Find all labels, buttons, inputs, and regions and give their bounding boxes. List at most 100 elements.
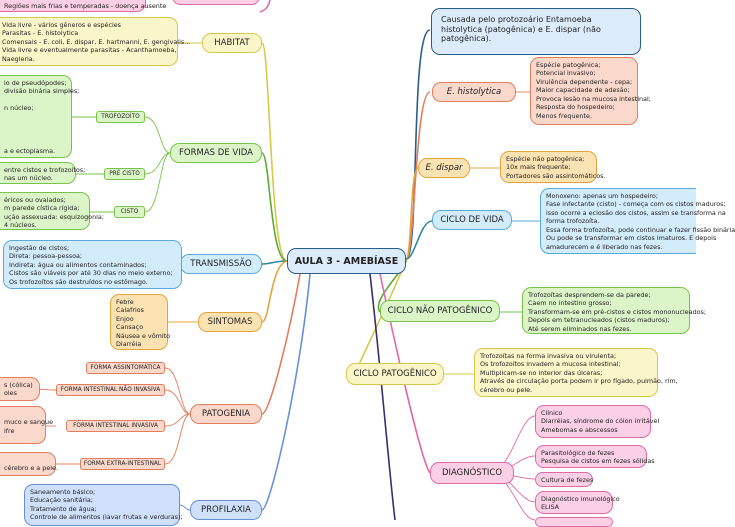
- sub-forma-assintomatica[interactable]: FORMA ASSINTOMÁTICA: [86, 362, 165, 374]
- note-line: Diarréias, síndrome do cólon irritável: [541, 417, 660, 426]
- note-line: s (cólica): [4, 381, 33, 389]
- ciclo-vida-notes[interactable]: Monoxeno: apenas um hospedeiro; Fase inf…: [540, 188, 735, 254]
- note-line: Potencial invasivo;: [536, 69, 596, 78]
- sub-cisto[interactable]: CISTO: [114, 206, 145, 218]
- note-line: Cistos são viáveis por até 30 dias no me…: [9, 269, 173, 278]
- note-line: nas um núcleo.: [4, 174, 53, 183]
- note-line: Náusea e vômito: [116, 331, 171, 340]
- note-line: Ou pode se transformar em cistos imaturo…: [546, 234, 717, 243]
- note-line: [0, 121, 66, 129]
- note-line: Multiplicam-se no interior das úlceras;: [480, 368, 603, 377]
- note-line: [0, 113, 66, 121]
- note-line: entre cistos e trofozoítos;: [4, 166, 86, 174]
- note-line: Depois em tetranucleados (cistos maduros…: [528, 316, 670, 325]
- topic-diagnostico[interactable]: DIAGNÓSTICO: [430, 462, 514, 484]
- note-line: Trofozoítas desprendem-se da parede;: [528, 291, 651, 299]
- causa-note[interactable]: Causada pelo protozoário Entamoeba histo…: [431, 8, 641, 55]
- note-line: Espécie patogênica;: [536, 61, 601, 69]
- note-line: Indireta: água ou alimentos contaminados…: [9, 260, 147, 269]
- note-line: Comensais - E. coli, E. dispar, E. hartm…: [2, 37, 191, 46]
- sub-forma-invasiva[interactable]: FORMA INTESTINAL INVASIVA: [66, 420, 165, 432]
- note-line: Diagnóstico imunológico: [541, 495, 620, 503]
- topic-partial-top[interactable]: [172, 0, 260, 5]
- note-line: io de pseudópodes;: [4, 79, 67, 87]
- topic-transmissao[interactable]: TRANSMISSÃO: [180, 254, 262, 274]
- profilaxia-notes[interactable]: Saneamento básico; Educação sanitária; T…: [24, 484, 183, 526]
- diagnostico-parasitologico[interactable]: Parasitológico de fezes Pesquisa de cist…: [535, 445, 655, 468]
- pre-cisto-notes[interactable]: entre cistos e trofozoítos; nas um núcle…: [0, 162, 86, 184]
- note-line: Pesquisa de cistos em fezes sólidas: [541, 457, 655, 466]
- ciclo-nao-notes[interactable]: Trofozoítas desprendem-se da parede; Cae…: [522, 287, 706, 334]
- note-line: Amebomas e abscessos: [541, 425, 618, 434]
- histolytica-notes[interactable]: Espécie patogênica; Potencial invasivo; …: [530, 57, 651, 125]
- note-line: Virulência dependente - cepa;: [536, 77, 633, 86]
- sub-forma-nao-invasiva[interactable]: FORMA INTESTINAL NÃO INVASIVA: [56, 384, 165, 396]
- topic-ciclo-patogenico[interactable]: CICLO PATOGÊNICO: [346, 363, 444, 385]
- topic-dispar[interactable]: E. dispar: [418, 158, 470, 178]
- note-line: cérebro e a pele.: [4, 464, 58, 473]
- note-line: Através de circulação porta podem ir pro…: [480, 377, 678, 386]
- note-line: Essa forma trofozoíta, pode continuar e …: [546, 225, 735, 234]
- note-line: amadurecem e é liberado nas fezes.: [546, 242, 663, 251]
- note-line: m parede cística rígida;: [4, 204, 80, 213]
- note-line: Maior capacidade de adesão;: [536, 86, 630, 95]
- topic-profilaxia[interactable]: PROFILAXIA: [190, 500, 262, 520]
- note-line: Resposta do hospedeiro;: [536, 103, 615, 112]
- habitat-notes[interactable]: Vida livre - vários gêneros e espécies P…: [0, 17, 191, 66]
- trofozoito-notes[interactable]: io de pseudópodes; divisão binária simpl…: [0, 75, 79, 158]
- diagnostico-imunologico[interactable]: Diagnóstico imunológico ELISA: [535, 491, 620, 514]
- note-line: éricos ou ovalados;: [4, 196, 66, 204]
- diagnostico-clinico[interactable]: Clínico Diarréias, síndrome do cólon irr…: [535, 405, 660, 438]
- sintomas-notes[interactable]: Febre Calafrios Enjoo Cansaço Náusea e v…: [110, 294, 171, 350]
- note-line: [0, 130, 66, 138]
- topic-patogenia[interactable]: PATOGENIA: [190, 404, 262, 424]
- note-line: [0, 138, 66, 146]
- note-line: Os trofozoítos invadem a mucosa intestin…: [480, 360, 621, 369]
- top-partial-notes[interactable]: Regiões mais frias e temperadas - doença…: [0, 0, 166, 12]
- note-line: Educação sanitária;: [30, 496, 93, 505]
- topic-habitat[interactable]: HABITAT: [202, 33, 262, 53]
- note-line: Os trofozoítos são destruídos no estômag…: [9, 277, 148, 286]
- transmissao-notes[interactable]: Ingestão de cistos; Direta: pessoa-pesso…: [3, 240, 182, 289]
- invasiva-notes[interactable]: muco e sangue ifre: [0, 406, 53, 444]
- note-line: [0, 456, 50, 464]
- note-line: [0, 410, 40, 418]
- note-line: Tratamento de água;: [30, 504, 97, 513]
- note-line: Vida livre - vários gêneros e espécies: [2, 21, 121, 29]
- dispar-notes[interactable]: Espécie não patogênica; 10x mais frequen…: [500, 151, 606, 183]
- central-topic[interactable]: AULA 3 - AMEBÍASE: [287, 248, 406, 274]
- ciclo-pat-notes[interactable]: Trofozoítas na forma invasiva ou virulen…: [474, 348, 678, 397]
- cisto-notes[interactable]: éricos ou ovalados; m parede cística ríg…: [0, 192, 104, 230]
- note-line: Fase infectante (cisto) - começa com os …: [546, 200, 726, 209]
- note-line: ELISA: [541, 503, 560, 512]
- note-line: Parasitas - E. histolytica: [2, 29, 79, 38]
- nao-invasiva-notes[interactable]: s (cólica) oles: [0, 377, 40, 401]
- diagnostico-cultura[interactable]: Cultura de fezes: [535, 472, 593, 487]
- note-line: Saneamento básico;: [30, 488, 96, 496]
- sub-forma-extra-intestinal[interactable]: FORMA EXTRA-INTESTINAL: [80, 458, 165, 470]
- note-line: Espécie não patogênica;: [506, 155, 585, 163]
- sub-trofozoito[interactable]: TROFOZOÍTO: [96, 111, 145, 123]
- note-line: forma trofozoíta.: [546, 217, 600, 226]
- note-line: Caem no intestino grosso;: [528, 299, 612, 308]
- note-line: Naegleria.: [2, 54, 35, 63]
- note-line: Até serem eliminados nas fezes.: [528, 324, 632, 333]
- note-line: [0, 96, 66, 104]
- note-line: Direta: pessoa-pessoa;: [9, 252, 83, 261]
- topic-formas-de-vida[interactable]: FORMAS DE VIDA: [170, 143, 262, 163]
- note-line: ifre: [4, 426, 15, 435]
- topic-ciclo-nao-patogenico[interactable]: CICLO NÃO PATOGÊNICO: [380, 300, 500, 322]
- topic-histolytica[interactable]: E. histolytica: [432, 82, 516, 102]
- note-line: 10x mais frequente;: [506, 163, 571, 172]
- diagnostico-more: [535, 517, 613, 527]
- note-line: Provoca lesão na mucosa intestinal;: [536, 94, 651, 103]
- note-line: Febre: [116, 298, 134, 306]
- note-line: Controle de alimentos (lavar frutas e ve…: [30, 513, 183, 522]
- topic-ciclo-de-vida[interactable]: CICLO DE VIDA: [432, 210, 512, 230]
- note-line: Cultura de fezes: [541, 476, 594, 484]
- note-line: Monoxeno: apenas um hospedeiro;: [546, 192, 658, 200]
- extra-intestinal-notes[interactable]: cérebro e a pele.: [0, 452, 58, 476]
- note-line: Clínico: [541, 409, 563, 417]
- sub-pre-cisto[interactable]: PRÉ CISTO: [104, 168, 145, 180]
- topic-sintomas[interactable]: SINTOMAS: [198, 312, 262, 332]
